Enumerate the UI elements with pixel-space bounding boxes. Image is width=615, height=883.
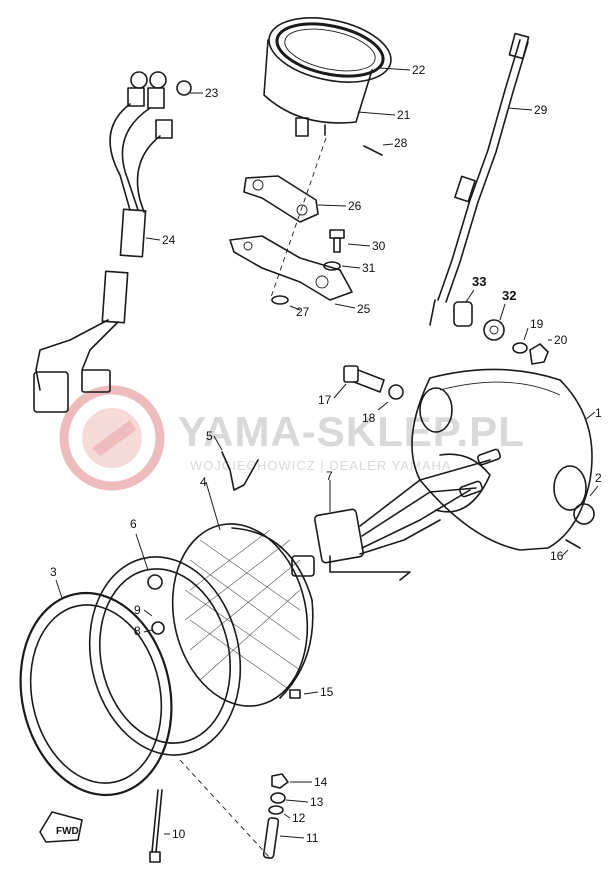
part-label-6: 6 (130, 517, 137, 531)
watermark-logo-icon (59, 385, 165, 491)
watermark-subtitle: WOJCIECHOWICZ | DEALER YAMAHA (190, 458, 452, 473)
part-label-32: 32 (502, 288, 516, 303)
part-label-23: 23 (205, 86, 219, 100)
part-label-2: 2 (595, 471, 602, 485)
headlight-shell (411, 368, 593, 551)
forward-label: FWD (56, 826, 79, 837)
meter-bracket (243, 175, 319, 223)
part-label-16: 16 (550, 549, 564, 563)
wire-clip (221, 451, 259, 491)
indicator-lamp-sockets (33, 71, 192, 413)
bulb-socket (313, 448, 502, 581)
part-label-33: 33 (472, 274, 486, 289)
part-label-21: 21 (397, 108, 411, 122)
part-label-15: 15 (320, 685, 334, 699)
part-label-11: 11 (306, 831, 319, 845)
speedometer-assembly (263, 17, 392, 137)
part-label-14: 14 (314, 775, 328, 789)
part-label-13: 13 (310, 795, 324, 809)
part-label-26: 26 (348, 199, 362, 213)
part-label-25: 25 (357, 302, 371, 316)
part-label-3: 3 (50, 565, 57, 579)
part-label-29: 29 (534, 103, 548, 117)
part-label-31: 31 (362, 261, 376, 275)
headlight-sealed-beam (171, 523, 315, 707)
part-label-12: 12 (292, 811, 306, 825)
headlight-rim (88, 556, 242, 756)
meter-gasket (229, 235, 353, 301)
meter-cable (429, 32, 530, 326)
part-label-10: 10 (172, 827, 186, 841)
adjust-screw (149, 789, 163, 863)
part-label-9: 9 (134, 603, 141, 617)
adjust-hardware (262, 689, 301, 859)
mount-bolt (343, 365, 404, 400)
part-label-4: 4 (200, 475, 207, 489)
part-label-22: 22 (412, 63, 426, 77)
part-label-17: 17 (318, 393, 332, 407)
part-label-27: 27 (296, 305, 310, 319)
part-label-24: 24 (162, 233, 176, 247)
part-label-8: 8 (134, 624, 141, 638)
part-label-20: 20 (554, 333, 568, 347)
headlight-ring (19, 591, 173, 797)
mount-hardware (453, 301, 549, 365)
part-label-18: 18 (362, 411, 376, 425)
part-label-5: 5 (206, 429, 213, 443)
part-label-19: 19 (530, 317, 544, 331)
part-number-labels: 1 2 3 4 5 6 7 8 9 10 11 12 13 14 15 16 1… (50, 63, 602, 845)
part-label-30: 30 (372, 239, 386, 253)
part-label-7: 7 (326, 469, 333, 483)
watermark: YAMA-SKLEP.PL WOJCIECHOWICZ | DEALER YAM… (59, 385, 525, 491)
forward-arrow-icon: FWD (39, 811, 83, 843)
part-label-28: 28 (394, 136, 408, 150)
part-label-1: 1 (595, 406, 602, 420)
watermark-title: YAMA-SKLEP.PL (178, 408, 525, 455)
